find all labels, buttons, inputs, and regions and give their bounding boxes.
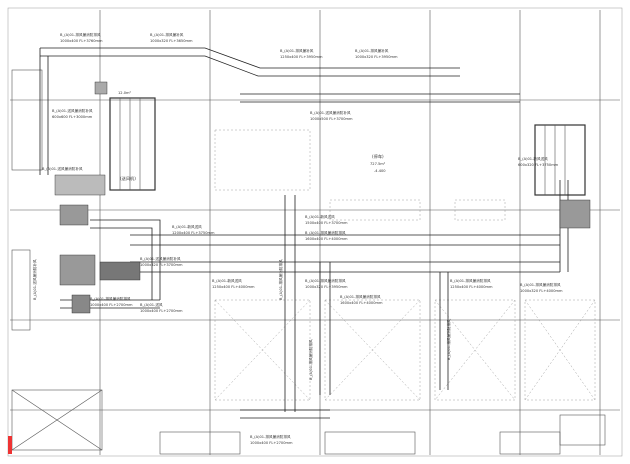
label: 1000x320 FL+4000mm: [520, 289, 563, 293]
label: B_(A)01-送风兼消防补风: [52, 108, 93, 113]
label: 12.0m²: [118, 91, 132, 95]
label: 1000x320 FL+3650mm: [150, 39, 193, 43]
label: 1000x320 FL+3950mm: [355, 55, 398, 59]
label: B_(A)01-排风兼消防排风: [305, 278, 346, 283]
label: (送风机): [120, 175, 136, 182]
label: B_(A)01-排风兼消防排风: [305, 230, 346, 235]
label: 1000x320 FL+3700mm: [140, 263, 183, 267]
label: B_(A)01-排风兼消防排风: [308, 339, 313, 380]
label: B_(A)01-排风兼补风: [150, 32, 184, 37]
label: 727.5m²: [370, 162, 386, 166]
label: B_(A)01-排风兼消防排风: [250, 434, 291, 439]
label: 600x600 FL+3000mm: [52, 115, 93, 119]
duct-runs: [39, 47, 569, 419]
label: B_(A)01-排风兼消防排风: [278, 259, 283, 300]
label: 1500x400 FL+3700mm: [305, 221, 348, 225]
label: B_(A)01-排风兼补风: [355, 48, 389, 53]
label: B_(A)01-送风兼消防补风: [32, 259, 37, 300]
label: 1250x400 FL+4000mm: [212, 285, 255, 289]
label: 1000x400 FL+3760mm: [60, 39, 103, 43]
label: B_(A)01-新风送风: [212, 278, 242, 283]
label: 600x320 FL+3750mm: [518, 163, 559, 167]
label: B_(A)01-送风兼消防补风: [140, 256, 181, 261]
label: B_(A)01-排风兼消防排风: [90, 296, 131, 301]
label: 1000x320 FL+3950mm: [305, 285, 348, 289]
label: B_(A)01-新风送风: [172, 224, 202, 229]
label: B_(A)01-排风兼消防排风: [446, 319, 451, 360]
label: B_(A)01-新风送风: [518, 156, 548, 161]
label: 1250x400 FL+4000mm: [450, 285, 493, 289]
parking-bays: [214, 129, 596, 401]
label: B_(A)01-排风兼消防排风: [60, 32, 101, 37]
label: B_(A)01-送风: [140, 302, 163, 307]
label: 1000x400 FL+2700mm: [140, 309, 183, 313]
corner-mark: [8, 436, 12, 454]
label: B_(A)01-新风送风: [305, 214, 335, 219]
label: B_(A)01-排风兼消防排风: [520, 282, 561, 287]
label: -4.400: [374, 169, 386, 173]
label: (停车): [372, 153, 384, 160]
label: B_(A)01-排风兼补风: [280, 48, 314, 53]
label: B_(A)01-送风兼消防补风: [42, 166, 83, 171]
label: 1600x400 FL+4000mm: [305, 237, 348, 241]
building-structure: [7, 7, 623, 457]
label: 1200x400 FL+3750mm: [172, 231, 215, 235]
label: 1000x500 FL+3700mm: [310, 117, 353, 121]
label: B_(A)01-排风兼消防排风: [450, 278, 491, 283]
label: 1000x400 FL+2700mm: [250, 441, 293, 445]
duct-labels: B_(A)01-排风兼消防排风 1000x400 FL+3760mm B_(A)…: [32, 32, 563, 445]
label: 1250x400 FL+3950mm: [280, 55, 323, 59]
equipment: [54, 81, 591, 314]
label: 1000x400 FL+2700mm: [90, 303, 133, 307]
label: B_(A)01-送风兼消防补风: [310, 110, 351, 115]
label: B_(A)01-排风兼消防排风: [340, 294, 381, 299]
label: 1600x400 FL+4000mm: [340, 301, 383, 305]
